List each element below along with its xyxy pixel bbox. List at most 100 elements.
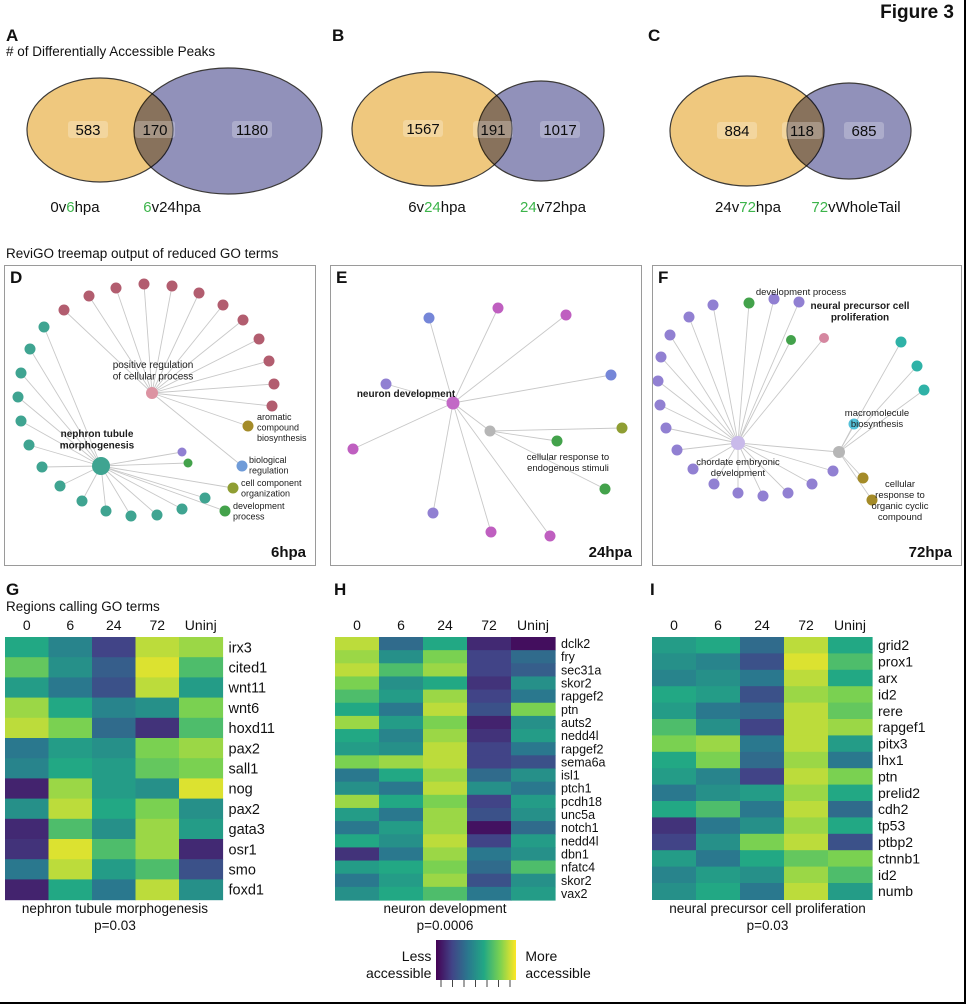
- venn-overlap-count: 191: [480, 122, 505, 139]
- heatmap-cell: [467, 794, 512, 809]
- panel-letter-a: A: [6, 26, 19, 45]
- heatmap-cell: [379, 702, 424, 717]
- go-term-node: [427, 507, 439, 519]
- heatmap-cell: [511, 715, 556, 730]
- heatmap-cell: [784, 686, 829, 704]
- heatmap-cell: [5, 738, 50, 759]
- heatmap-cell: [92, 637, 137, 658]
- heatmap-cell: [511, 768, 556, 783]
- venn-a-left-post: hpa: [74, 199, 100, 216]
- heatmap-cell: [379, 821, 424, 835]
- panel-letter-d: D: [10, 268, 23, 287]
- heatmap-cell: [135, 879, 180, 901]
- heatmap-cell: [379, 755, 424, 770]
- heatmap-cell: [335, 794, 380, 809]
- go-term-node: [36, 461, 48, 473]
- gene-label: smo: [229, 863, 256, 879]
- heatmap-cell: [828, 686, 873, 704]
- heatmap-cell: [511, 689, 556, 704]
- heatmap-cell: [828, 735, 873, 753]
- heatmap-cell: [423, 689, 468, 704]
- heatmap-cell: [784, 866, 829, 884]
- heatmap-cell: [335, 834, 380, 848]
- heatmap-cell: [379, 663, 424, 678]
- heatmap-cell: [135, 758, 180, 779]
- heatmap-cell: [5, 677, 50, 699]
- gene-label: sall1: [229, 762, 259, 778]
- heatmap-column-header: 6: [397, 617, 405, 633]
- heatmap-cell: [511, 650, 556, 664]
- heatmap-cell: [511, 807, 556, 822]
- heatmap-cell: [740, 850, 785, 868]
- heatmap-cell: [335, 742, 380, 756]
- heatmap-cell: [467, 860, 512, 875]
- heatmap-cell: [48, 657, 93, 678]
- heatmap-cell: [511, 663, 556, 678]
- heatmap-cell: [784, 784, 829, 802]
- go-term-node: [786, 335, 796, 345]
- heatmap-cell: [335, 650, 380, 664]
- heatmap-cell: [740, 833, 785, 851]
- heatmap-cell: [379, 781, 424, 796]
- heatmap-cell: [48, 758, 93, 779]
- venn-right-ellipse: [133, 67, 323, 195]
- heatmap-cell: [179, 758, 224, 779]
- heatmap-cell: [511, 702, 556, 717]
- go-term-node: [151, 509, 163, 521]
- heatmap-cell: [740, 735, 785, 753]
- heatmap-cell: [696, 686, 741, 704]
- heatmap-cell: [92, 818, 137, 840]
- venn-count-bg: [135, 121, 175, 138]
- heatmap-cell: [135, 778, 180, 800]
- go-term-node: [707, 299, 719, 311]
- heatmap-cell: [652, 850, 697, 868]
- go-term-node: [24, 343, 36, 355]
- go-term-node: [263, 355, 275, 367]
- gene-label: ptbp2: [878, 834, 913, 850]
- panel-letter-e: E: [336, 268, 348, 287]
- heatmap-cell: [784, 883, 829, 900]
- heatmap-column-header: 72: [798, 617, 814, 633]
- heatmap-i-caption-block: neural precursor cell proliferation p=0.…: [645, 901, 890, 935]
- go-term-node: [819, 333, 829, 343]
- venn-c-left-label: 24v72hpa: [715, 199, 781, 216]
- go-term-node: [793, 296, 805, 308]
- venn-count-bg: [473, 121, 513, 138]
- heatmap-h-pvalue: p=0.0006: [416, 917, 474, 933]
- heatmap-cell: [652, 702, 697, 720]
- revigo-section-title: ReviGO treemap output of reduced GO term…: [6, 246, 279, 261]
- venn-c-left-post: hpa: [755, 199, 781, 216]
- go-term-node: [110, 282, 122, 294]
- gene-label: osr1: [229, 842, 257, 858]
- heatmap-cell: [5, 758, 50, 779]
- heatmap-cell: [48, 879, 93, 901]
- gene-label: rapgef1: [878, 719, 926, 735]
- heatmap-cell: [696, 719, 741, 736]
- go-term-node: [138, 278, 150, 290]
- go-term-node: [485, 526, 497, 538]
- heatmap-column-header: 72: [481, 617, 497, 633]
- go-term-node: [687, 463, 699, 475]
- heatmap-cell: [92, 879, 137, 901]
- gene-label: pitx3: [878, 736, 908, 752]
- go-term-node: [176, 503, 188, 515]
- heatmap-cell: [92, 677, 137, 699]
- heatmap-cell: [423, 650, 468, 664]
- heatmap-cell: [652, 653, 697, 671]
- heatmap-cell: [652, 817, 697, 835]
- heatmap-cell: [335, 873, 380, 888]
- gene-label: gata3: [229, 822, 265, 838]
- heatmap-cell: [379, 650, 424, 664]
- go-term-node: [242, 420, 254, 432]
- gene-label: tp53: [878, 818, 905, 834]
- heatmap-cell: [179, 839, 224, 860]
- panel-letter-h: H: [334, 580, 347, 599]
- gene-label: foxd1: [229, 883, 264, 899]
- heatmap-cell: [652, 735, 697, 753]
- heatmap-cell: [740, 751, 785, 769]
- gene-label: pax2: [229, 741, 260, 757]
- heatmap-cell: [48, 818, 93, 840]
